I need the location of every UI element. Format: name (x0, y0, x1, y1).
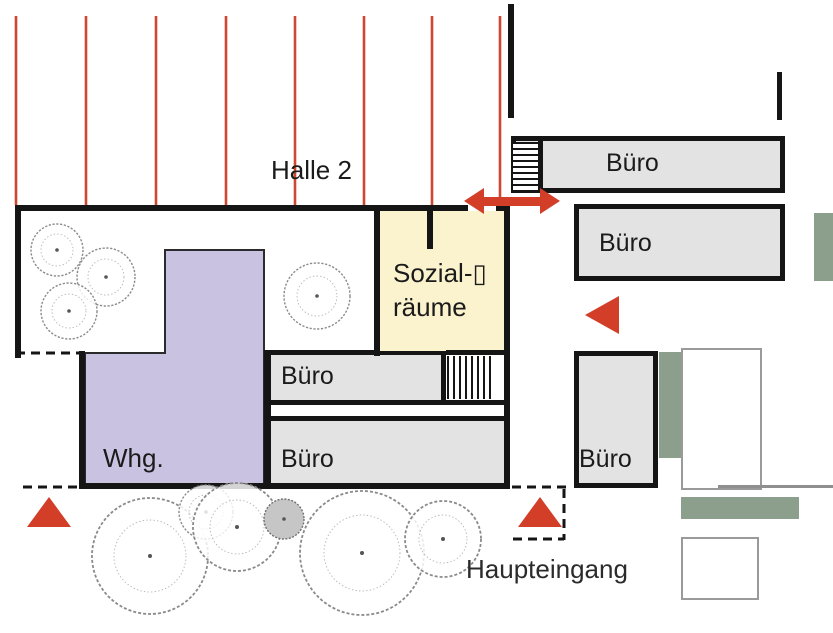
wall-stairs-top (446, 350, 510, 355)
tree-inner (323, 514, 401, 592)
wall-main-top-east (496, 205, 510, 211)
wall-apartment-right (264, 350, 271, 489)
green-strip-south (681, 497, 799, 519)
social-rooms-label-line2: räume (393, 292, 467, 322)
neighbor-building-outline-south (681, 537, 759, 600)
office-right-upper-label: Büro (599, 229, 652, 257)
wall-east-stub (777, 72, 782, 120)
wall-social-left (374, 205, 380, 356)
wall-apartment-left (79, 351, 85, 489)
tree-inner (87, 258, 125, 296)
tree-icon (299, 490, 425, 616)
tree-inner (40, 233, 74, 267)
social-rooms-label-line1: Sozial-▯ (393, 258, 487, 288)
wall-stairs-bottom (446, 400, 510, 405)
entrance-arrow-up-west-icon (27, 497, 71, 527)
room-office-right-upper (574, 204, 785, 281)
wall-main-left (15, 205, 21, 358)
tree-center-dot (55, 248, 59, 252)
hall-label: Halle 2 (271, 155, 352, 185)
office-right-lower-label: Büro (579, 445, 632, 473)
tree-icon (404, 500, 482, 578)
room-office-middle (264, 350, 446, 405)
connection-double-arrow-icon (464, 188, 560, 214)
wall-main-top-west (15, 205, 468, 211)
boundary-line (718, 485, 833, 488)
stairs-icon-middle (447, 356, 491, 399)
arrow-shaft (481, 197, 543, 206)
office-middle-label: Büro (281, 362, 334, 390)
wall-main-bottom (79, 483, 510, 489)
tree-inner (209, 499, 265, 555)
social-rooms-label: Sozial-▯ räume (393, 256, 487, 324)
tree-inner (296, 275, 338, 317)
dashed-openings (16, 351, 566, 541)
tree-center-dot (148, 554, 152, 558)
stairs-icon-top (513, 142, 538, 191)
wall-north-stub (508, 4, 514, 118)
room-social-rooms (380, 211, 504, 351)
tree-center-dot (67, 309, 71, 313)
arrow-head-left (464, 188, 484, 214)
tree-group-northwest (30, 223, 136, 340)
tree-icon (283, 262, 351, 330)
main-entrance-label: Haupteingang (466, 554, 628, 584)
room-office-top-right (511, 136, 785, 193)
apartment-label: Whg. (103, 443, 164, 473)
tree-group-south (91, 482, 482, 616)
room-office-right-lower (574, 351, 658, 488)
office-top-right-label: Büro (606, 149, 659, 177)
tree-inner (51, 293, 87, 329)
tree-icon (30, 223, 84, 277)
office-bottom-label: Büro (281, 445, 334, 473)
tree-center-dot (360, 551, 364, 555)
shrub-icon (263, 498, 305, 540)
wall-main-right (504, 205, 510, 489)
tree-center-dot (441, 537, 445, 541)
tree-center-dot (104, 275, 108, 279)
tree-inner (418, 514, 468, 564)
tree-icon (40, 282, 98, 340)
entrance-arrow-up-main-icon (518, 497, 562, 527)
neighbor-building-outline (681, 348, 762, 490)
arrow-head-right (540, 188, 560, 214)
shrub-center-dot (282, 517, 286, 521)
green-strip-middle (659, 352, 681, 458)
wall-stairs-divider (538, 141, 543, 192)
tree-inner (113, 519, 187, 593)
tree-center-dot (235, 525, 239, 529)
tree-icon (76, 247, 136, 307)
hall-column-grid-lines (14, 16, 502, 205)
wall-social-stub (427, 211, 433, 249)
green-strip-east (814, 213, 833, 281)
entrance-arrow-left-icon (585, 296, 619, 334)
tree-center-dot (315, 294, 319, 298)
